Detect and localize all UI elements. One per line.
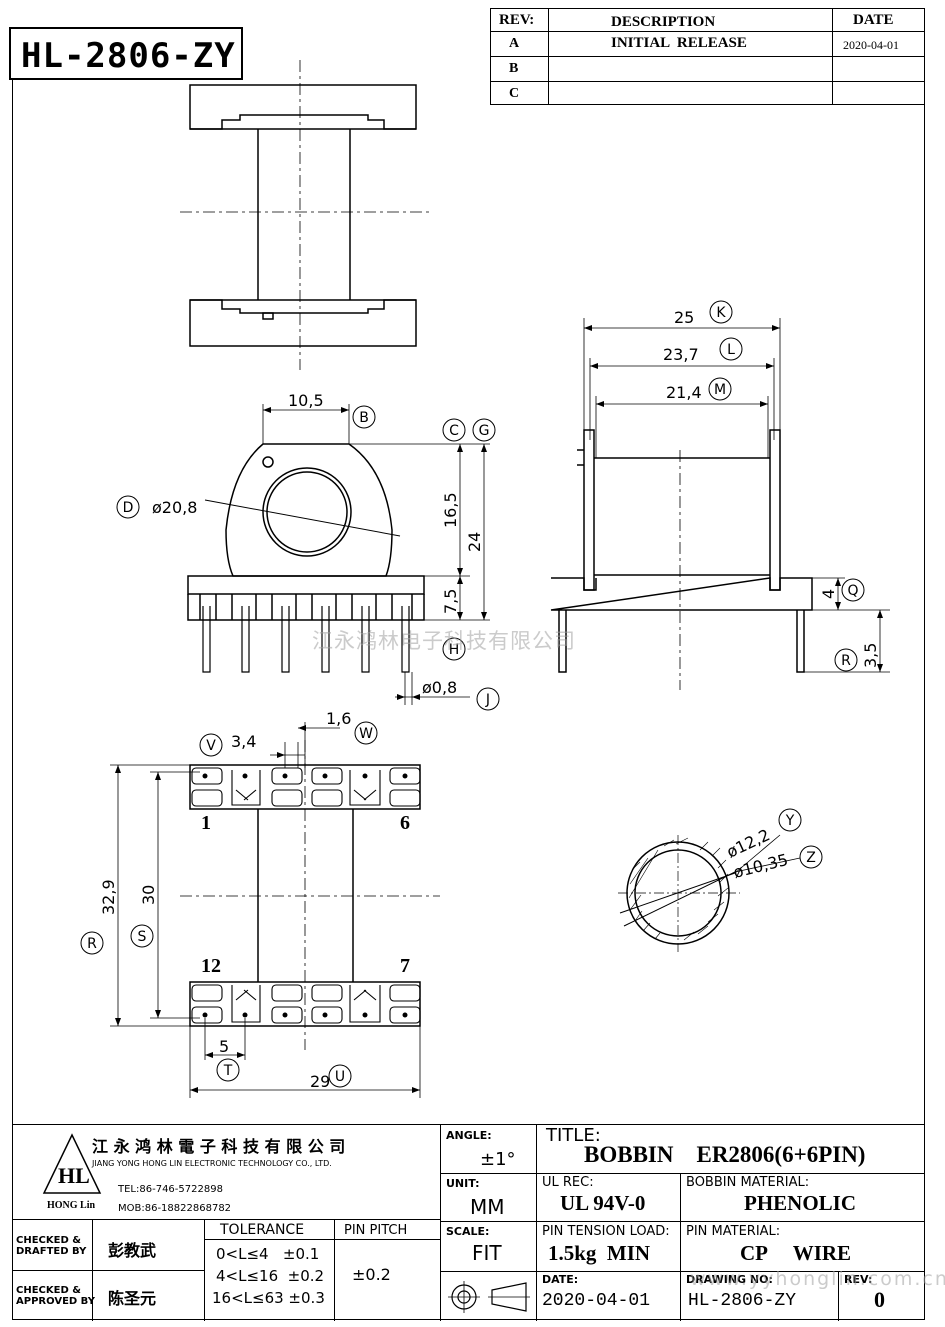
title-block: HL HONG Lin 江 永 鸿 林 電 子 科 技 有 限 公 司 JIAN… bbox=[12, 1124, 925, 1321]
drawing-no-label: DRAWING NO: bbox=[686, 1273, 773, 1286]
pin-1: 1 bbox=[201, 812, 211, 834]
rev-row-a-date: 2020-04-01 bbox=[843, 38, 899, 52]
dim-b: 10,5 bbox=[288, 391, 324, 410]
company-name-en: JIANG YONG HONG LIN ELECTRONIC TECHNOLOG… bbox=[92, 1159, 332, 1168]
balloon-g: G bbox=[479, 423, 490, 439]
dim-g: 24 bbox=[465, 532, 484, 552]
balloon-m: M bbox=[714, 382, 726, 398]
balloon-q: Q bbox=[847, 583, 858, 599]
unit-label: UNIT: bbox=[446, 1177, 480, 1190]
balloon-b: B bbox=[359, 410, 369, 426]
checked-drafted-label: CHECKED & DRAFTED BY bbox=[16, 1235, 87, 1257]
balloon-h: H bbox=[449, 642, 460, 658]
bobbin-material-value: PHENOLIC bbox=[744, 1191, 857, 1215]
date-header: DATE bbox=[853, 12, 894, 28]
balloon-z: Z bbox=[806, 850, 816, 866]
balloon-r-bottom: R bbox=[87, 936, 97, 952]
scale-value: FIT bbox=[472, 1241, 502, 1265]
company-tel: TEL:86-746-5722898 bbox=[118, 1184, 223, 1195]
dim-s: 30 bbox=[139, 885, 158, 905]
dim-k: 25 bbox=[674, 308, 694, 327]
part-number-box: HL-2806-ZY bbox=[9, 27, 243, 80]
dim-q: 4 bbox=[819, 589, 838, 599]
tolerance-row-3: 16<L≤63 ±0.3 bbox=[212, 1289, 325, 1307]
pin-material-value: CP WIRE bbox=[740, 1241, 852, 1265]
dim-t: 5 bbox=[219, 1037, 229, 1056]
drawing-no-value: HL-2806-ZY bbox=[688, 1291, 797, 1311]
ul-rec-label: UL REC: bbox=[542, 1175, 594, 1190]
rev-row-a-desc: INITIAL RELEASE bbox=[611, 35, 747, 51]
title-value: BOBBIN ER2806(6+6PIN) bbox=[584, 1142, 866, 1167]
pin-material-label: PIN MATERIAL: bbox=[686, 1224, 781, 1239]
company-name-cn: 江 永 鸿 林 電 子 科 技 有 限 公 司 bbox=[92, 1137, 346, 1156]
balloon-r-side: R bbox=[841, 653, 851, 669]
angle-value: ±1° bbox=[480, 1149, 516, 1170]
pin-6: 6 bbox=[400, 812, 410, 834]
pin-tension-label: PIN TENSION LOAD: bbox=[542, 1224, 670, 1239]
rev-value: 0 bbox=[874, 1287, 885, 1312]
company-mob: MOB:86-18822868782 bbox=[118, 1203, 232, 1214]
rev-row-a: A bbox=[509, 36, 520, 51]
balloon-c: C bbox=[449, 423, 459, 439]
pin-pitch-value: ±0.2 bbox=[352, 1265, 391, 1284]
dim-u: 29 bbox=[310, 1072, 330, 1091]
dim-d: ø20,8 bbox=[152, 498, 197, 517]
date-label: DATE: bbox=[542, 1273, 579, 1286]
scale-label: SCALE: bbox=[446, 1225, 490, 1238]
rev-header: REV: bbox=[499, 12, 535, 28]
company-logo: HL HONG Lin bbox=[42, 1133, 102, 1211]
logo-subtext: HONG Lin bbox=[47, 1200, 96, 1211]
balloon-d: D bbox=[123, 500, 134, 516]
title-label: TITLE: bbox=[546, 1125, 601, 1146]
balloon-y: Y bbox=[785, 813, 795, 829]
approved-name: 陈圣元 bbox=[108, 1289, 157, 1308]
watermark: 江永鸿林电子科技有限公司 bbox=[312, 629, 576, 653]
tolerance-row-1: 0<L≤4 ±0.1 bbox=[216, 1245, 320, 1263]
projection-symbol-icon bbox=[448, 1281, 530, 1313]
balloon-t: T bbox=[223, 1063, 233, 1079]
balloon-j: J bbox=[485, 692, 490, 708]
rev-label: REV: bbox=[844, 1273, 873, 1286]
logo-mark: HL bbox=[58, 1163, 90, 1188]
balloon-v: V bbox=[206, 738, 216, 754]
pin-12: 12 bbox=[201, 955, 221, 977]
rev-row-c: C bbox=[509, 86, 520, 101]
watermark-url: www.yyhonglin.com.cn bbox=[690, 1268, 945, 1290]
drawing-frame bbox=[12, 80, 925, 1320]
date-value: 2020-04-01 bbox=[542, 1291, 651, 1311]
dim-v: 3,4 bbox=[231, 732, 256, 751]
part-number: HL-2806-ZY bbox=[21, 36, 236, 76]
dim-l: 23,7 bbox=[663, 345, 699, 364]
drafted-name: 彭教武 bbox=[108, 1241, 157, 1260]
dim-r2: 32,9 bbox=[99, 879, 118, 915]
revision-table: REV: DESCRIPTION DATE A INITIAL RELEASE … bbox=[490, 8, 925, 105]
dim-m: 21,4 bbox=[666, 383, 702, 402]
dim-j: ø0,8 bbox=[422, 678, 457, 697]
pin-pitch-label: PIN PITCH bbox=[344, 1223, 408, 1238]
dim-c: 16,5 bbox=[441, 492, 460, 528]
ul-rec-value: UL 94V-0 bbox=[560, 1191, 646, 1215]
dim-h: 7,5 bbox=[441, 589, 460, 614]
description-header: DESCRIPTION bbox=[611, 14, 716, 30]
balloon-s: S bbox=[138, 929, 147, 945]
dim-w: 1,6 bbox=[326, 709, 351, 728]
pin-7: 7 bbox=[400, 955, 410, 977]
rev-row-b: B bbox=[509, 61, 519, 76]
balloon-u: U bbox=[335, 1069, 345, 1085]
bobbin-material-label: BOBBIN MATERIAL: bbox=[686, 1175, 810, 1190]
tolerance-label: TOLERANCE bbox=[220, 1222, 305, 1238]
balloon-l: L bbox=[727, 342, 735, 358]
checked-approved-label: CHECKED & APPROVED BY bbox=[16, 1285, 95, 1307]
pin-tension-value: 1.5kg MIN bbox=[548, 1241, 651, 1265]
balloon-w: W bbox=[359, 726, 373, 742]
dim-r: 3,5 bbox=[861, 643, 880, 668]
angle-label: ANGLE: bbox=[446, 1129, 492, 1142]
tolerance-row-2: 4<L≤16 ±0.2 bbox=[216, 1267, 325, 1285]
balloon-k: K bbox=[716, 305, 726, 321]
unit-value: MM bbox=[470, 1195, 505, 1219]
